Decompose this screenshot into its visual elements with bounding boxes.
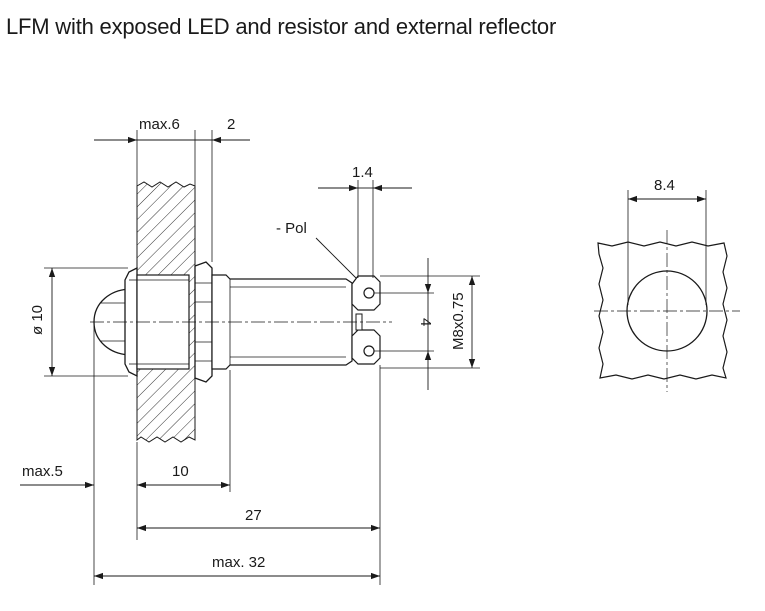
dim-thread: M8x0.75 (450, 292, 467, 350)
hex-nut (194, 261, 213, 383)
dim-pin-width: 1.4 (352, 164, 373, 181)
dim-diameter: ø 10 (29, 305, 46, 335)
dimension-lines (20, 136, 476, 580)
solder-terminals (351, 275, 381, 365)
panel-cutout-view (594, 190, 740, 392)
page-title: LFM with exposed LED and resistor and ex… (6, 14, 557, 39)
dim-nut: 2 (227, 116, 235, 133)
dim-thread-length: 10 (172, 463, 189, 480)
dim-body-length: 27 (245, 507, 262, 524)
dim-led-max: max.5 (22, 463, 63, 480)
dim-overall-max: max. 32 (212, 554, 265, 571)
extension-lines (44, 130, 480, 585)
dim-pin-spacing: 4 (417, 318, 434, 326)
dim-panel-max: max.6 (139, 116, 180, 133)
dim-pol: - Pol (276, 220, 307, 237)
dim-cutout: 8.4 (654, 177, 675, 194)
